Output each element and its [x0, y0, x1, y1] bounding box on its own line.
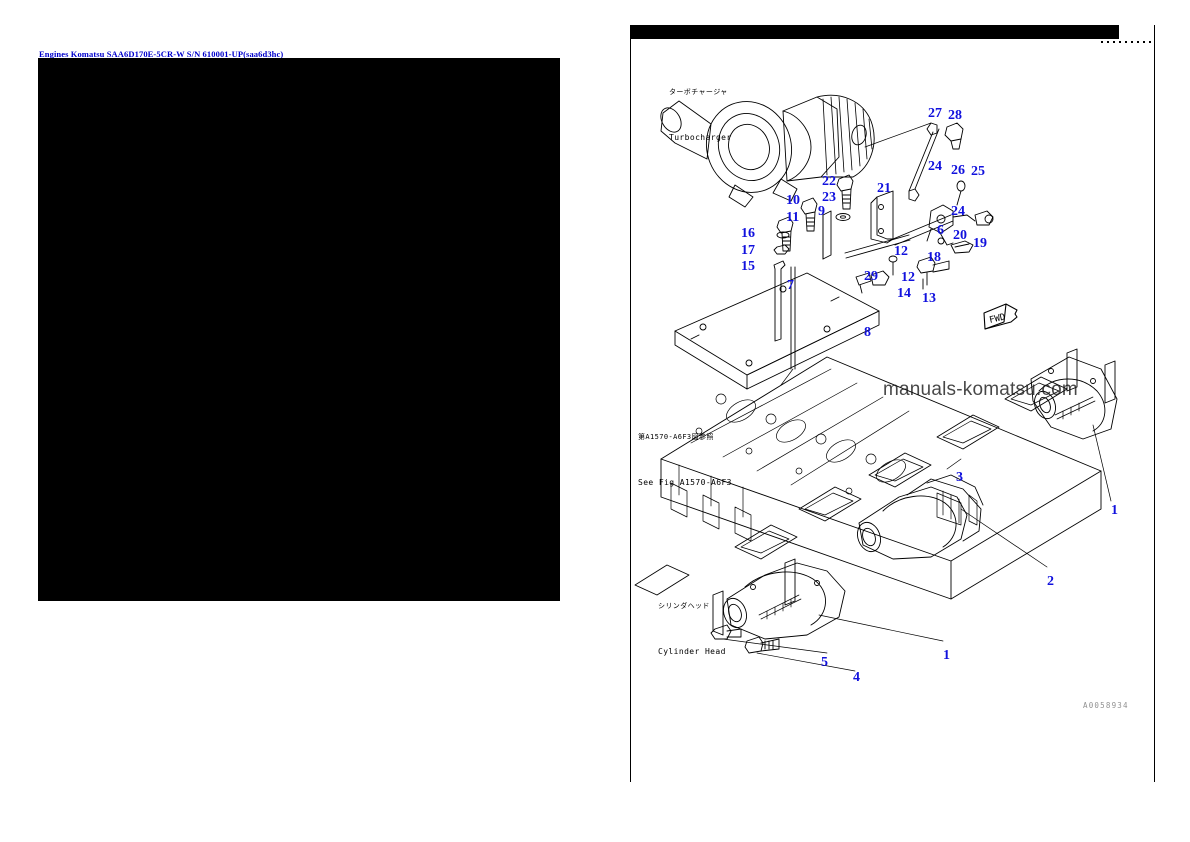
sheet-header-dotted-rule	[1101, 41, 1153, 43]
callout-number: 12	[901, 270, 915, 285]
callout-number: 24	[951, 204, 965, 219]
diagram-image-placeholder	[38, 58, 560, 601]
washer-23	[835, 213, 851, 221]
exhaust-manifold-centre-2	[857, 474, 1048, 568]
caption-see-figure: 第A1570-A6F3図参照 See Fig A1570-A6F3	[638, 396, 732, 524]
callout-number: 15	[741, 259, 755, 274]
parts-diagram-pane: FWD ターボチャージャ Turbocharger 第A1570-A6F3図参照…	[595, 0, 1190, 842]
link-rod-27	[908, 122, 940, 202]
bolt-11	[776, 216, 794, 252]
callout-number: 8	[864, 325, 871, 340]
bolt-10	[800, 197, 818, 232]
callout-number: 18	[927, 250, 941, 265]
catalog-preview-pane: Engines Komatsu SAA6D170E-5CR-W S/N 6100…	[38, 49, 560, 601]
callout-number: 9	[818, 204, 825, 219]
bracket-15	[773, 260, 786, 342]
caption-turbocharger-jp: ターボチャージャ	[669, 87, 728, 96]
nut-17	[773, 244, 790, 255]
callout-number: 11	[786, 210, 800, 225]
callout-number: 13	[922, 291, 936, 306]
callout-number: 24	[928, 159, 942, 174]
caption-see-figure-jp: 第A1570-A6F3図参照	[638, 432, 714, 441]
callout-number: 6	[937, 223, 944, 238]
cylinder-head	[660, 356, 1102, 600]
linkage-assembly	[892, 180, 994, 254]
callout-number: 28	[948, 108, 962, 123]
bolt-18	[916, 256, 950, 286]
callout-number: 3	[956, 470, 963, 485]
exhaust-manifold-left-1	[712, 558, 944, 642]
heat-shield-plate-8	[674, 272, 880, 390]
technical-drawing: FWD ターボチャージャ Turbocharger 第A1570-A6F3図参照…	[631, 39, 1154, 782]
bolt-4	[744, 636, 856, 672]
callout-number: 1	[943, 648, 950, 663]
caption-see-figure-en: See Fig A1570-A6F3	[638, 477, 732, 487]
callout-number: 23	[822, 190, 836, 205]
exhaust-manifold-right-1	[1030, 348, 1118, 502]
catalog-title-link[interactable]: Engines Komatsu SAA6D170E-5CR-W S/N 6100…	[39, 49, 284, 59]
caption-turbocharger: ターボチャージャ Turbocharger	[669, 51, 746, 179]
callout-number: 5	[821, 655, 828, 670]
washer-16	[776, 231, 790, 239]
bracket-21	[870, 190, 894, 244]
sheet-header-bar	[631, 25, 1119, 39]
caption-turbocharger-en: Turbocharger	[669, 132, 732, 142]
callout-number: 16	[741, 226, 755, 241]
callout-number: 14	[897, 286, 911, 301]
diagram-sheet: FWD ターボチャージャ Turbocharger 第A1570-A6F3図参照…	[630, 25, 1155, 782]
callout-number: 2	[1047, 574, 1054, 589]
bolt-22	[836, 174, 854, 210]
bolt-28	[944, 122, 964, 150]
callout-number: 19	[973, 236, 987, 251]
svg-text:FWD: FWD	[988, 313, 1006, 326]
callout-number: 17	[741, 243, 755, 258]
turbocharger-body	[660, 94, 875, 208]
callout-number: 4	[853, 670, 860, 685]
sheet-border-left	[630, 25, 631, 782]
site-watermark: manuals-komatsu.com	[883, 379, 1078, 400]
callout-number: 22	[822, 174, 836, 189]
callout-number: 20	[953, 228, 967, 243]
fitting-5	[710, 624, 828, 654]
callout-number: 25	[971, 164, 985, 179]
rod-assembly-12-14-29	[844, 234, 911, 294]
caption-cylinder-head-en: Cylinder Head	[658, 646, 726, 656]
callout-number: 1	[1111, 503, 1118, 518]
sheet-border-right	[1154, 25, 1155, 782]
callout-number: 29	[864, 269, 878, 284]
plate-9	[822, 210, 832, 260]
callout-number: 7	[787, 278, 794, 293]
caption-cylinder-head: シリンダヘッド Cylinder Head	[658, 565, 735, 693]
callout-number: 26	[951, 163, 965, 178]
callout-number: 12	[894, 244, 908, 259]
drawing-code-label: A0058934	[1083, 701, 1129, 710]
callout-number: 10	[786, 193, 800, 208]
callout-number: 21	[877, 181, 891, 196]
exhaust-manifold-assembly-illustration	[634, 94, 1118, 672]
callout-number: 27	[928, 106, 942, 121]
caption-cylinder-head-jp: シリンダヘッド	[658, 601, 710, 610]
